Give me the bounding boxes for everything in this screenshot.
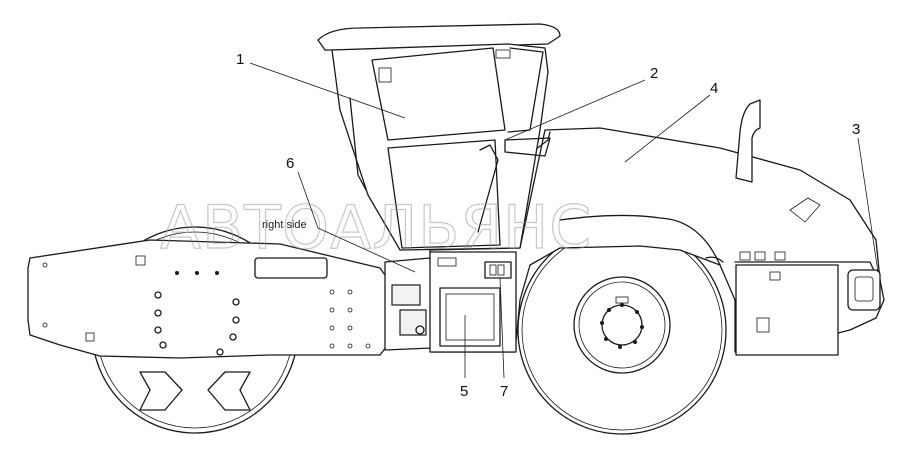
watermark-text: АВТОАЛЬЯНС (160, 193, 592, 263)
engine-hood (429, 127, 885, 356)
leader-line-4 (624, 94, 711, 163)
callout-4: 4 (710, 80, 718, 97)
callout-2: 2 (650, 65, 658, 82)
leader-line-7 (499, 277, 505, 379)
side-label: right side (262, 219, 307, 231)
leader-lines (249, 62, 879, 379)
leader-line-2 (504, 79, 646, 141)
callout-7: 7 (500, 383, 508, 400)
callout-1: 1 (236, 51, 244, 68)
hose (559, 214, 721, 266)
callout-5: 5 (460, 383, 468, 400)
callout-3: 3 (852, 121, 860, 138)
exhaust-pipe (735, 99, 761, 183)
leader-line-3 (857, 137, 879, 273)
leader-line-1 (249, 62, 406, 119)
callout-6: 6 (286, 155, 294, 172)
side-panel (429, 251, 517, 353)
rear-wheel (517, 225, 727, 435)
articulation-joint (384, 257, 433, 351)
operator-cab (317, 23, 561, 251)
leader-line-6 (297, 171, 319, 229)
leader-line-6b (317, 227, 416, 273)
front-frame (27, 239, 391, 359)
